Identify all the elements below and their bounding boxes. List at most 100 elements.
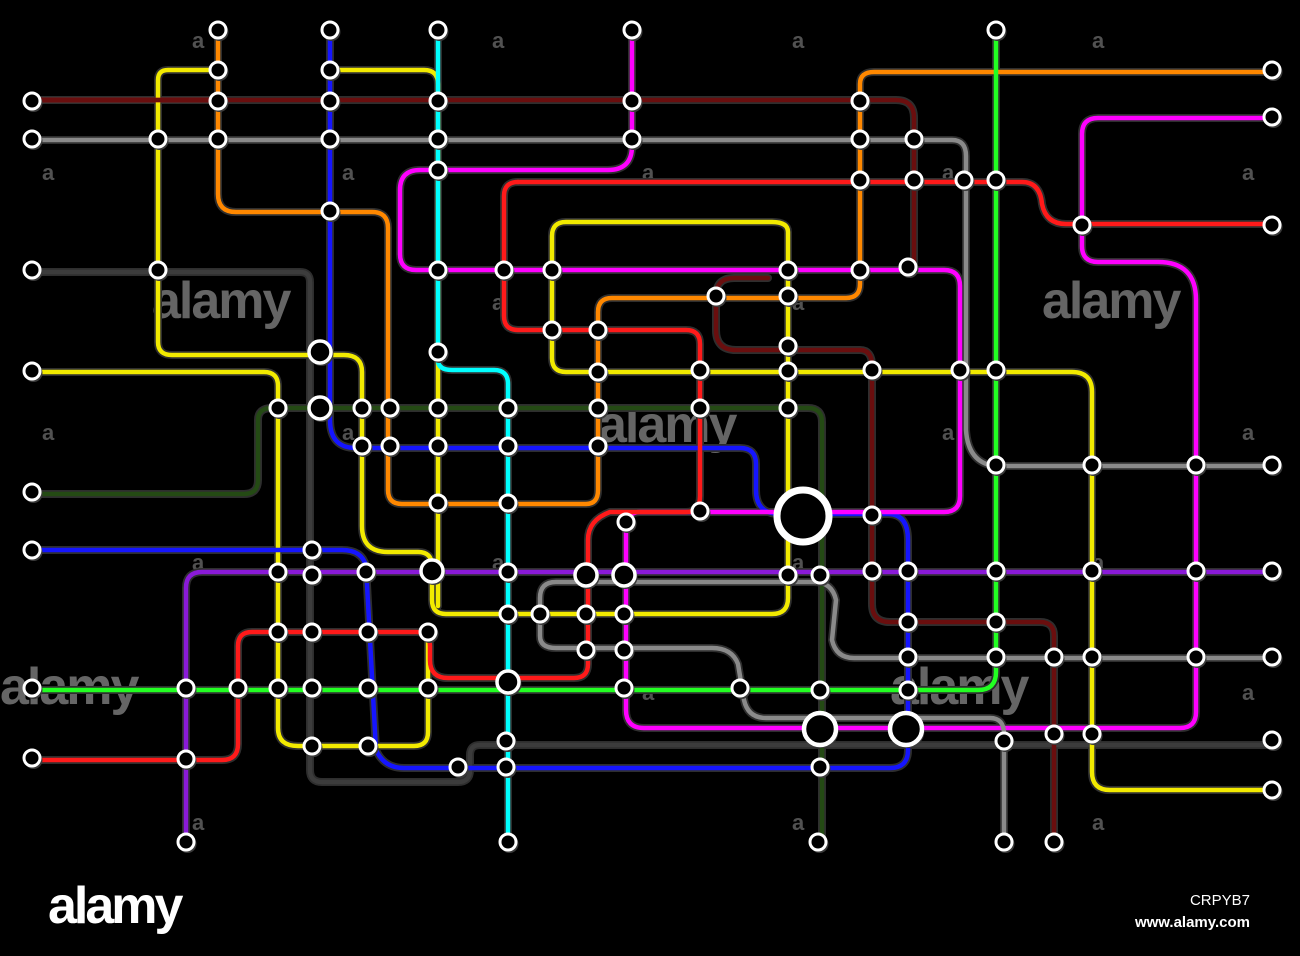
station[interactable]	[498, 832, 518, 852]
station[interactable]	[268, 678, 288, 698]
station[interactable]	[302, 540, 322, 560]
station[interactable]	[498, 398, 518, 418]
station[interactable]	[320, 201, 340, 221]
station[interactable]	[358, 678, 378, 698]
station[interactable]	[850, 260, 870, 280]
station[interactable]	[352, 436, 372, 456]
station[interactable]	[1082, 647, 1102, 667]
station[interactable]	[904, 170, 924, 190]
station[interactable]	[1262, 561, 1282, 581]
station[interactable]	[498, 604, 518, 624]
station[interactable]	[352, 398, 372, 418]
station[interactable]	[302, 736, 322, 756]
station[interactable]	[22, 260, 42, 280]
station[interactable]	[418, 678, 438, 698]
station[interactable]	[588, 362, 608, 382]
station[interactable]	[986, 455, 1006, 475]
station[interactable]	[228, 678, 248, 698]
interchange-station[interactable]	[495, 669, 521, 695]
station[interactable]	[320, 91, 340, 111]
station[interactable]	[1044, 724, 1064, 744]
station[interactable]	[1262, 60, 1282, 80]
station[interactable]	[22, 540, 42, 560]
station[interactable]	[22, 129, 42, 149]
station[interactable]	[778, 260, 798, 280]
station[interactable]	[494, 260, 514, 280]
station[interactable]	[778, 336, 798, 356]
station[interactable]	[1262, 780, 1282, 800]
station[interactable]	[810, 757, 830, 777]
station[interactable]	[576, 640, 596, 660]
station[interactable]	[986, 647, 1006, 667]
station[interactable]	[690, 501, 710, 521]
station[interactable]	[302, 565, 322, 585]
station[interactable]	[428, 436, 448, 456]
station[interactable]	[176, 749, 196, 769]
station[interactable]	[418, 622, 438, 642]
station[interactable]	[320, 20, 340, 40]
station[interactable]	[862, 360, 882, 380]
station[interactable]	[808, 832, 828, 852]
station[interactable]	[1262, 730, 1282, 750]
station[interactable]	[588, 398, 608, 418]
station[interactable]	[268, 562, 288, 582]
station[interactable]	[576, 604, 596, 624]
station[interactable]	[588, 436, 608, 456]
station[interactable]	[208, 60, 228, 80]
station[interactable]	[898, 612, 918, 632]
station[interactable]	[778, 398, 798, 418]
station[interactable]	[986, 612, 1006, 632]
station[interactable]	[622, 20, 642, 40]
station[interactable]	[148, 260, 168, 280]
station[interactable]	[898, 680, 918, 700]
station[interactable]	[428, 91, 448, 111]
station[interactable]	[530, 604, 550, 624]
station[interactable]	[428, 342, 448, 362]
station[interactable]	[542, 320, 562, 340]
station[interactable]	[614, 604, 634, 624]
station[interactable]	[614, 678, 634, 698]
station[interactable]	[898, 561, 918, 581]
interchange-station[interactable]	[307, 395, 333, 421]
station[interactable]	[862, 505, 882, 525]
station[interactable]	[498, 493, 518, 513]
station[interactable]	[1082, 724, 1102, 744]
station[interactable]	[954, 170, 974, 190]
station[interactable]	[778, 286, 798, 306]
interchange-station[interactable]	[307, 339, 333, 365]
station[interactable]	[614, 640, 634, 660]
station[interactable]	[850, 129, 870, 149]
station[interactable]	[994, 731, 1014, 751]
station[interactable]	[898, 257, 918, 277]
station[interactable]	[690, 398, 710, 418]
station[interactable]	[498, 436, 518, 456]
station[interactable]	[850, 170, 870, 190]
station[interactable]	[1082, 561, 1102, 581]
interchange-station[interactable]	[419, 558, 445, 584]
station[interactable]	[616, 512, 636, 532]
station[interactable]	[1082, 455, 1102, 475]
station[interactable]	[22, 482, 42, 502]
station[interactable]	[810, 565, 830, 585]
station[interactable]	[1072, 215, 1092, 235]
station[interactable]	[496, 757, 516, 777]
station[interactable]	[320, 60, 340, 80]
station[interactable]	[208, 129, 228, 149]
station[interactable]	[448, 757, 468, 777]
major-station[interactable]	[887, 710, 925, 748]
station[interactable]	[428, 20, 448, 40]
station[interactable]	[1186, 561, 1206, 581]
station[interactable]	[1044, 647, 1064, 667]
central-hub-station[interactable]	[773, 486, 833, 546]
station[interactable]	[302, 622, 322, 642]
station[interactable]	[22, 678, 42, 698]
station[interactable]	[358, 736, 378, 756]
station[interactable]	[542, 260, 562, 280]
station[interactable]	[176, 678, 196, 698]
station[interactable]	[1262, 215, 1282, 235]
station[interactable]	[208, 91, 228, 111]
station[interactable]	[22, 91, 42, 111]
station[interactable]	[358, 622, 378, 642]
station[interactable]	[302, 678, 322, 698]
station[interactable]	[356, 562, 376, 582]
